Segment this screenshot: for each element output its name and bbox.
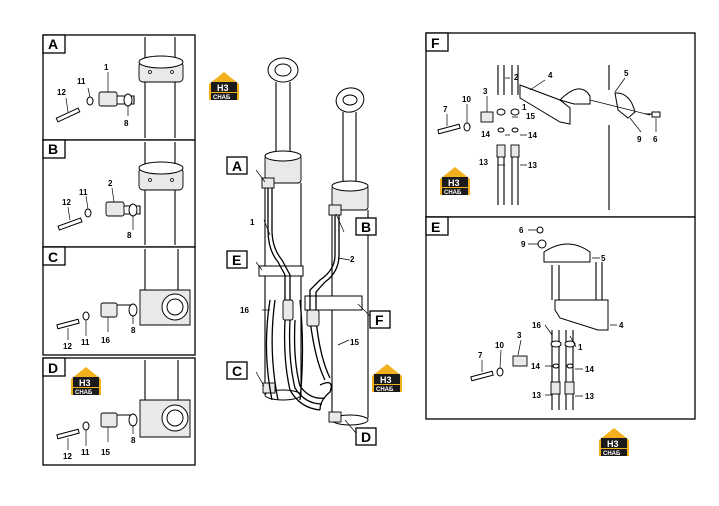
svg-text:16: 16 — [240, 306, 249, 315]
svg-text:8: 8 — [127, 231, 132, 240]
svg-text:7: 7 — [478, 351, 483, 360]
svg-text:C: C — [232, 363, 242, 379]
svg-text:CHAБ: CHAБ — [213, 95, 231, 101]
house-logo-icon: H3 CHAБ — [71, 367, 101, 396]
svg-text:11: 11 — [81, 338, 90, 347]
svg-text:12: 12 — [57, 88, 66, 97]
svg-text:14: 14 — [531, 362, 540, 371]
panel-a: A 1 11 12 8 — [42, 34, 196, 141]
panel-b: B 2 11 12 8 — [42, 139, 196, 248]
svg-text:H3: H3 — [380, 375, 392, 385]
panel-d-tag: D — [48, 360, 58, 376]
svg-text:10: 10 — [495, 341, 504, 350]
svg-text:9: 9 — [637, 135, 642, 144]
svg-text:4: 4 — [548, 71, 553, 80]
svg-text:1: 1 — [578, 343, 583, 352]
panel-f-tag: F — [431, 35, 440, 51]
svg-text:H3: H3 — [79, 378, 91, 388]
svg-text:8: 8 — [131, 436, 136, 445]
svg-text:2: 2 — [350, 255, 355, 264]
svg-text:F: F — [375, 312, 384, 328]
panel-e: E 6 9 5 16 1 4 3 10 7 14 14 13 13 — [425, 216, 696, 420]
svg-text:8: 8 — [124, 119, 129, 128]
panel-b-tag: B — [48, 141, 58, 157]
svg-text:A: A — [232, 158, 242, 174]
svg-text:6: 6 — [653, 135, 658, 144]
svg-text:B: B — [361, 219, 371, 235]
svg-text:2: 2 — [108, 179, 113, 188]
svg-text:H3: H3 — [217, 83, 229, 93]
svg-text:5: 5 — [601, 254, 606, 263]
svg-text:E: E — [232, 252, 241, 268]
svg-text:CHAБ: CHAБ — [444, 190, 462, 196]
house-logo-icon: H3 CHAБ — [209, 72, 239, 101]
svg-text:16: 16 — [532, 321, 541, 330]
svg-text:12: 12 — [63, 452, 72, 461]
svg-text:15: 15 — [101, 448, 110, 457]
svg-text:H3: H3 — [607, 439, 619, 449]
svg-text:5: 5 — [624, 69, 629, 78]
svg-text:3: 3 — [517, 331, 522, 340]
svg-text:1: 1 — [104, 63, 109, 72]
svg-text:12: 12 — [62, 198, 71, 207]
svg-text:15: 15 — [350, 338, 359, 347]
svg-text:15: 15 — [526, 112, 535, 121]
svg-text:14: 14 — [528, 131, 537, 140]
house-logo-icon: H3 CHAБ — [372, 364, 402, 393]
svg-text:10: 10 — [462, 95, 471, 104]
svg-text:9: 9 — [521, 240, 526, 249]
panel-a-tag: A — [48, 36, 58, 52]
svg-text:11: 11 — [79, 188, 88, 197]
svg-text:4: 4 — [619, 321, 624, 330]
svg-text:1: 1 — [250, 218, 255, 227]
svg-text:CHAБ: CHAБ — [75, 390, 93, 396]
svg-text:13: 13 — [532, 391, 541, 400]
svg-text:13: 13 — [585, 392, 594, 401]
svg-text:6: 6 — [519, 226, 524, 235]
svg-text:16: 16 — [101, 336, 110, 345]
svg-text:13: 13 — [479, 158, 488, 167]
panel-e-tag: E — [431, 219, 440, 235]
house-logo-icon: H3 CHAБ — [599, 428, 629, 457]
svg-text:11: 11 — [81, 448, 90, 457]
svg-text:CHAБ: CHAБ — [603, 451, 621, 457]
main-assembly: 1 2 16 15 — [240, 57, 371, 434]
panel-c-tag: C — [48, 249, 58, 265]
svg-text:1: 1 — [522, 103, 527, 112]
svg-text:7: 7 — [443, 105, 448, 114]
panel-c: C 12 11 16 8 — [42, 246, 196, 356]
main-tags: A B E F C D — [226, 156, 391, 446]
svg-text:11: 11 — [77, 77, 86, 86]
svg-text:H3: H3 — [448, 178, 460, 188]
svg-text:14: 14 — [481, 130, 490, 139]
svg-text:3: 3 — [483, 87, 488, 96]
panel-f: F H3 CHAБ 2 4 5 3 10 7 — [425, 32, 696, 218]
svg-text:D: D — [361, 429, 371, 445]
svg-text:12: 12 — [63, 342, 72, 351]
svg-text:13: 13 — [528, 161, 537, 170]
house-logo-icon: H3 CHAБ — [440, 167, 470, 196]
svg-text:2: 2 — [514, 73, 519, 82]
svg-text:8: 8 — [131, 326, 136, 335]
panel-d: D H3 CHAБ 12 11 15 8 — [42, 357, 196, 466]
svg-text:CHAБ: CHAБ — [376, 387, 394, 393]
svg-text:14: 14 — [585, 365, 594, 374]
